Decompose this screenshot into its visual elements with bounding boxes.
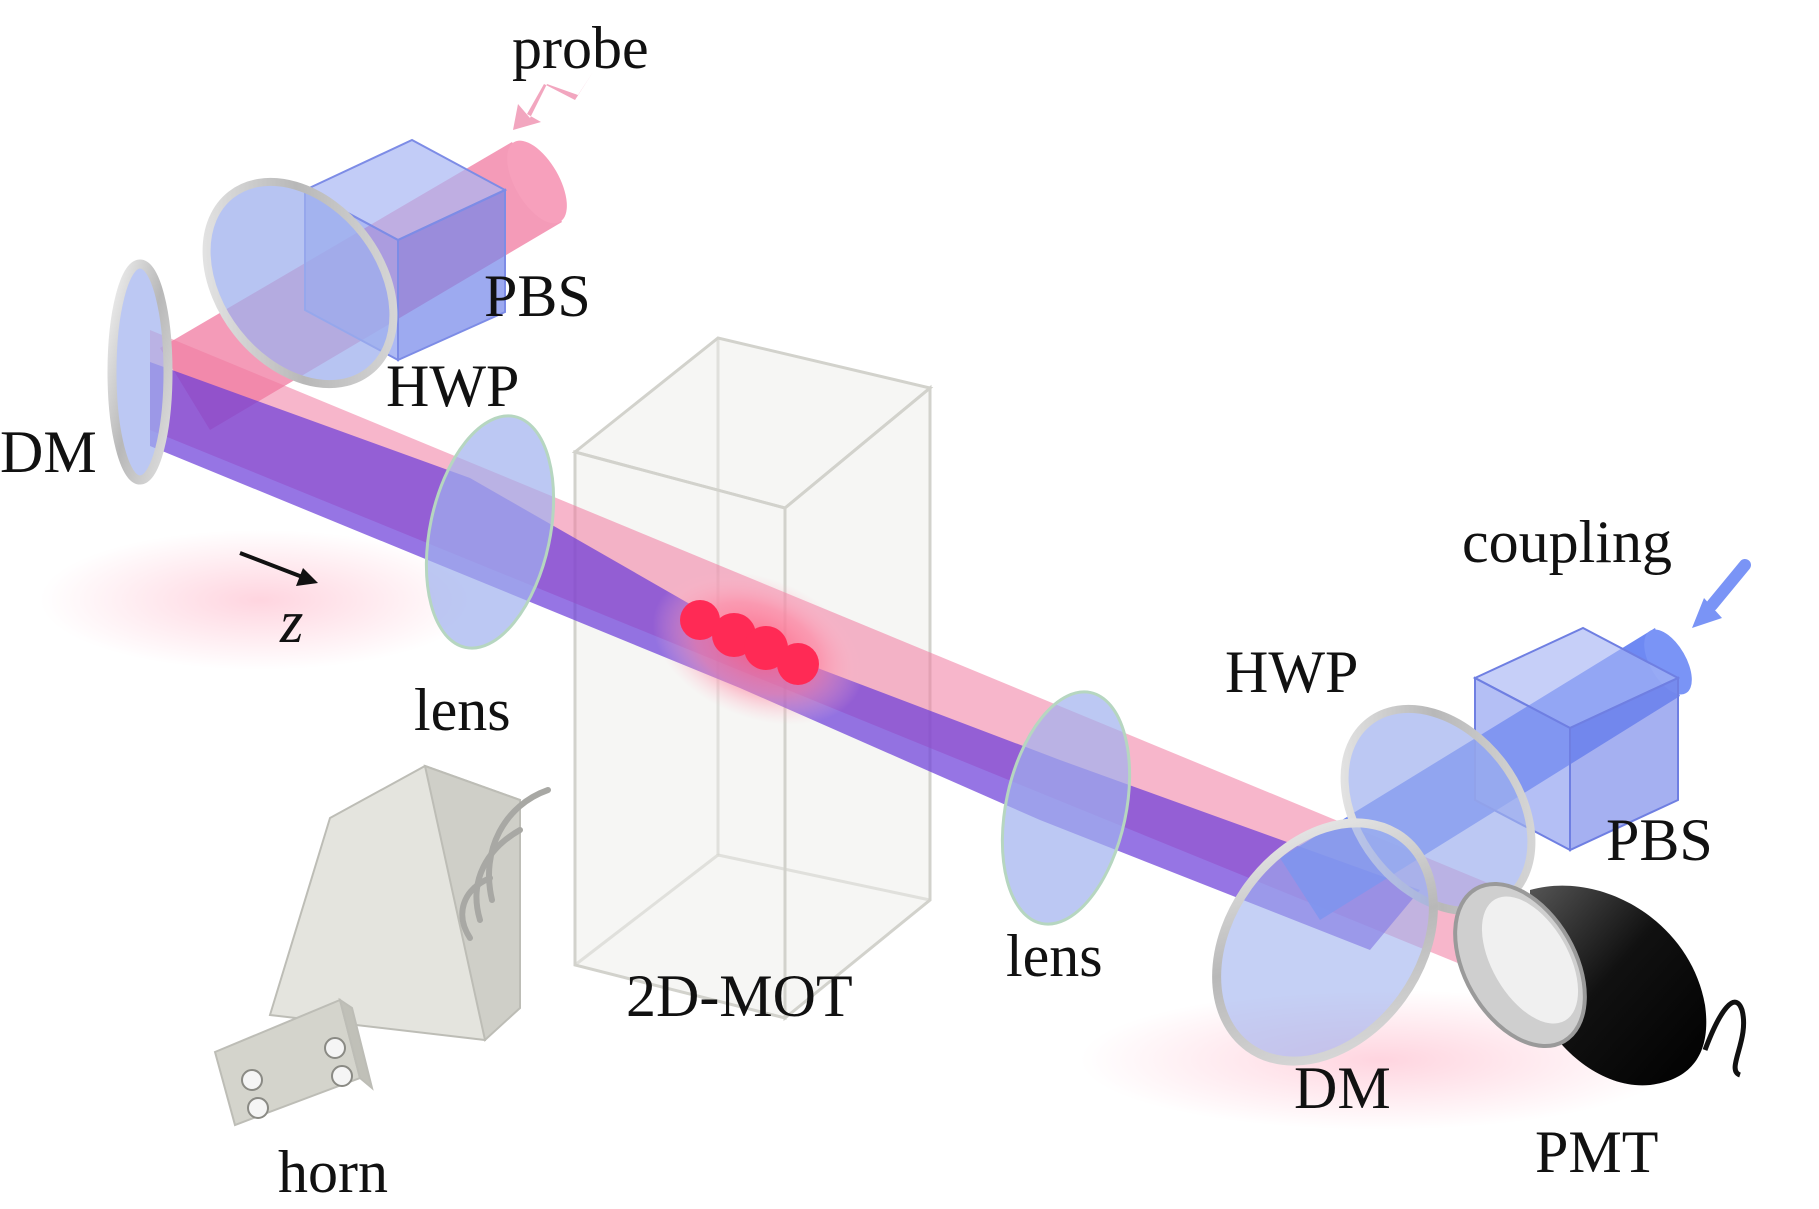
label-hwp-right: HWP <box>1225 639 1359 705</box>
label-z-axis: z <box>280 589 304 655</box>
pmt-detector <box>1453 881 1746 1086</box>
microwave-waves <box>459 787 551 941</box>
label-pbs-top: PBS <box>484 263 591 329</box>
label-probe: probe <box>512 15 649 81</box>
z-axis-arrow <box>239 551 318 586</box>
lens-right-optic <box>1000 690 1132 926</box>
label-lens-left: lens <box>414 677 511 743</box>
label-hwp-top: HWP <box>386 353 520 419</box>
label-pmt: PMT <box>1535 1119 1659 1185</box>
label-lens-right: lens <box>1006 923 1103 989</box>
label-coupling: coupling <box>1462 509 1672 575</box>
hwp-top <box>202 177 398 389</box>
label-pbs-right: PBS <box>1606 807 1713 873</box>
lens-left-optic <box>424 414 556 650</box>
probe-arrow-icon <box>513 72 593 130</box>
label-dm-left: DM <box>0 419 97 485</box>
label-mot: 2D-MOT <box>626 963 853 1029</box>
dm-left-mirror <box>107 259 173 485</box>
atom-cloud <box>652 571 864 725</box>
label-dm-right: DM <box>1294 1055 1391 1121</box>
coupling-arrow-icon <box>1692 559 1751 628</box>
label-horn: horn <box>278 1139 388 1205</box>
dm-right-mirror <box>1212 818 1438 1066</box>
horn-antenna <box>213 764 522 1127</box>
floor-glow-left <box>40 530 480 670</box>
